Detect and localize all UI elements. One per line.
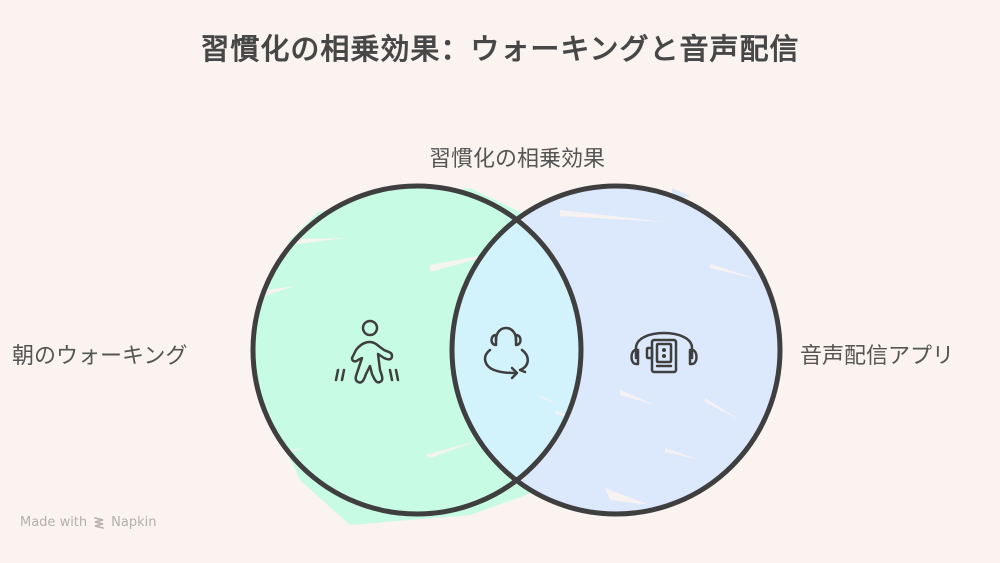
headphones-audio-player-icon xyxy=(630,331,698,374)
napkin-brand-text: Napkin xyxy=(111,515,157,530)
diagram-title: 習慣化の相乗効果：ウォーキングと音声配信 xyxy=(200,32,800,66)
set-label-walking: 朝のウォーキング xyxy=(12,344,188,369)
set-outline-audio-app xyxy=(449,183,783,517)
napkin-logo-icon xyxy=(94,516,104,529)
napkin-watermark: Made with Napkin xyxy=(20,515,156,530)
walking-person-icon xyxy=(334,319,400,384)
set-outline-walking xyxy=(250,183,584,517)
set-label-audio-app: 音声配信アプリ xyxy=(800,344,955,369)
intersection-label: 習慣化の相乗効果 xyxy=(428,147,605,172)
headphones-cycle-icon xyxy=(483,326,529,380)
made-with-text: Made with xyxy=(20,515,88,530)
